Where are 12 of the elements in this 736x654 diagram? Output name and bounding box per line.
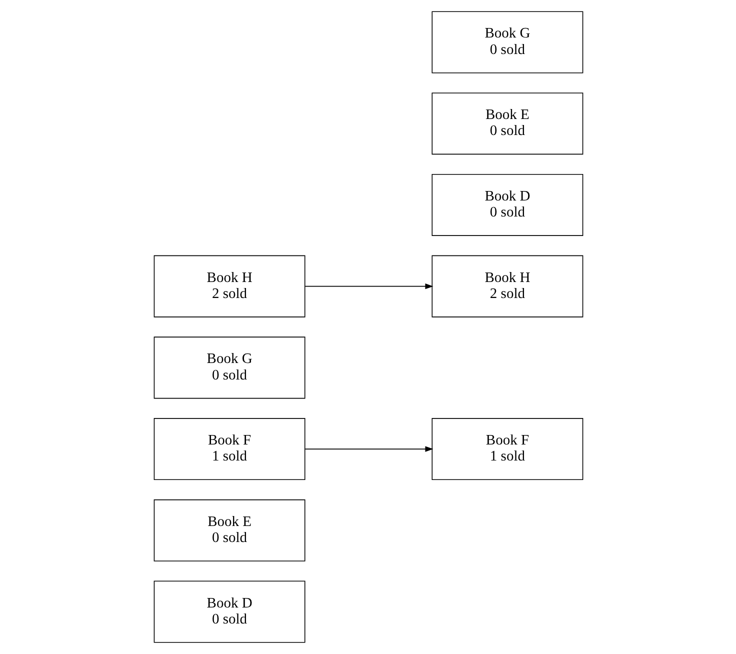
arrow (304, 446, 433, 452)
arrow (304, 284, 433, 290)
node-box: Book H 2 sold (431, 255, 583, 318)
node-box: Book E 0 sold (153, 499, 305, 562)
node-box: Book D 0 sold (431, 174, 583, 236)
node-box: Book D 0 sold (153, 580, 305, 643)
node-box: Book F 1 sold (153, 418, 305, 480)
node-box: Book H 2 sold (153, 255, 305, 318)
node-box: Book E 0 sold (431, 92, 583, 155)
node-box: Book G 0 sold (153, 336, 305, 399)
node-box: Book F 1 sold (431, 418, 583, 480)
node-box: Book G 0 sold (431, 11, 583, 74)
